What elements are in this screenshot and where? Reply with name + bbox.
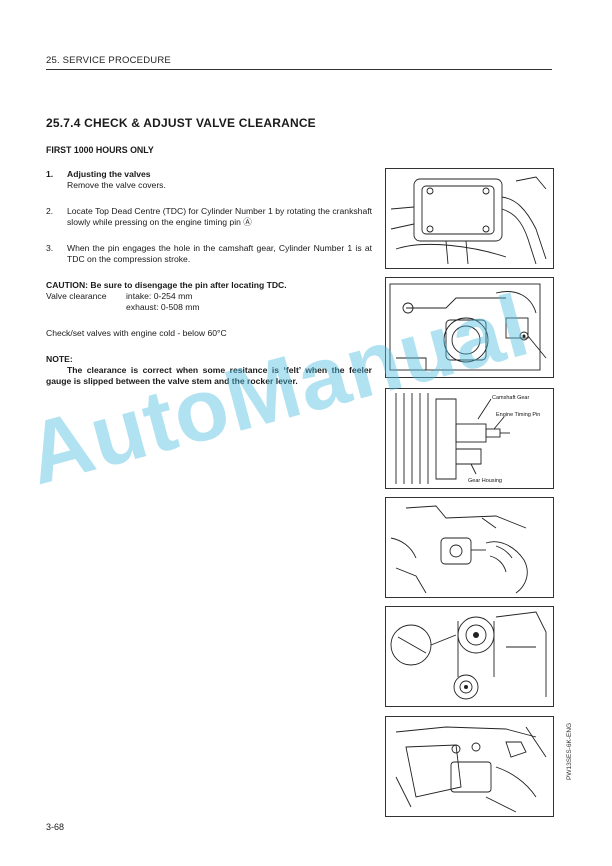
figure-timing-pin-detail: Camshaft Gear Engine Timing Pin Gear Hou…	[385, 388, 554, 489]
step-1: 1. Adjusting the valves Remove the valve…	[46, 169, 372, 191]
step-text: Remove the valve covers.	[67, 180, 166, 190]
label-engine-timing-pin: Engine Timing Pin	[496, 412, 540, 418]
note-heading: NOTE:	[46, 354, 73, 364]
hand-pressing-pin-illustration	[390, 505, 528, 594]
engine-front-illustration	[389, 283, 547, 371]
figure-valve-cover	[385, 168, 554, 269]
note-block: NOTE: The clearance is correct when some…	[46, 354, 372, 387]
figure-pressing-pin	[385, 497, 554, 598]
section-header: 25. SERVICE PROCEDURE	[46, 55, 552, 70]
step-number: 2.	[46, 206, 54, 216]
step-text: Locate Top Dead Centre (TDC) for Cylinde…	[67, 206, 372, 227]
label-camshaft-gear: Camshaft Gear	[492, 395, 529, 401]
page-subtitle: FIRST 1000 HOURS ONLY	[46, 145, 154, 155]
note-text: The clearance is correct when some resit…	[46, 365, 372, 386]
figure-crankshaft-pulley	[385, 606, 554, 707]
step-3: 3. When the pin engages the hole in the …	[46, 243, 372, 265]
rocker-area-illustration	[395, 726, 547, 813]
valve-cover-illustration	[390, 176, 547, 265]
valve-clearance-label: Valve clearance	[46, 291, 107, 301]
timing-pin-section-illustration: Camshaft Gear Engine Timing Pin Gear Hou…	[395, 393, 540, 484]
label-gear-housing: Gear Housing	[468, 478, 502, 484]
page-number: 3-68	[46, 822, 65, 832]
step-2: 2. Locate Top Dead Centre (TDC) for Cyli…	[46, 206, 372, 228]
step-number: 3.	[46, 243, 54, 253]
crankshaft-pulley-illustration	[390, 611, 547, 700]
step-text: When the pin engages the hole in the cam…	[67, 243, 372, 264]
intake-clearance: intake: 0-254 mm	[126, 291, 193, 301]
page-title: 25.7.4 CHECK & ADJUST VALVE CLEARANCE	[46, 116, 316, 130]
figure-rocker-area	[385, 716, 554, 817]
document-code: PW13SES-6K-ENG	[566, 722, 573, 780]
caution-block: CAUTION: Be sure to disengage the pin af…	[46, 280, 372, 313]
step-number: 1.	[46, 169, 54, 179]
caution-heading: CAUTION: Be sure to disengage the pin af…	[46, 280, 287, 290]
exhaust-clearance: exhaust: 0-508 mm	[126, 302, 200, 312]
check-note: Check/set valves with engine cold - belo…	[46, 328, 227, 338]
step-heading: Adjusting the valves	[67, 169, 151, 179]
figure-timing-pin-location	[385, 277, 554, 378]
